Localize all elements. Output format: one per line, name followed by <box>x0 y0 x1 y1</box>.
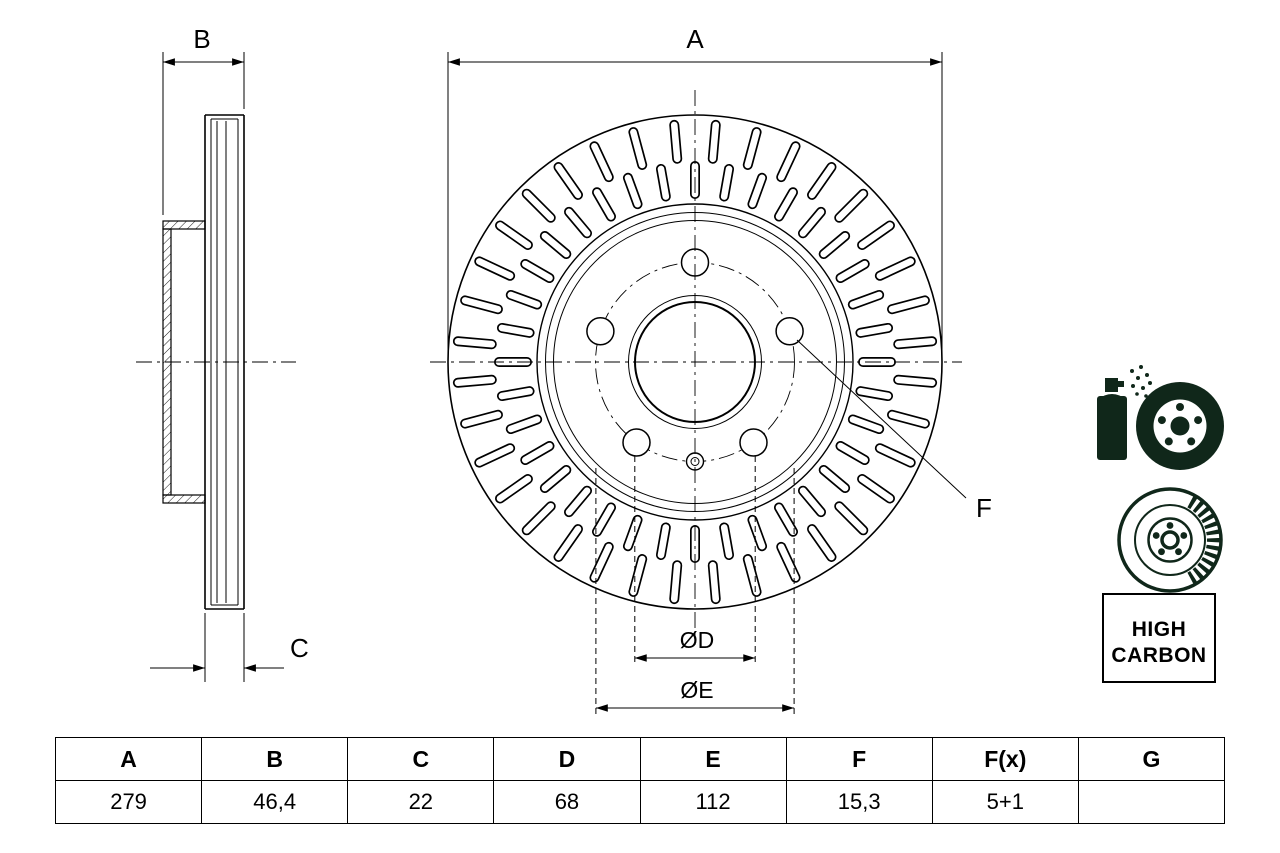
col-header-fx: F(x) <box>931 737 1079 781</box>
dim-label-a: A <box>686 24 704 54</box>
col-header-a: A <box>54 737 203 781</box>
side-view-section <box>136 114 296 610</box>
dim-label-e: ØE <box>680 677 713 703</box>
high-carbon-badge: HIGH CARBON <box>1102 593 1216 683</box>
bolt-hole <box>586 317 615 346</box>
hat-bottom-flange <box>162 494 206 504</box>
dim-label-f: F <box>976 493 992 523</box>
dim-label-b: B <box>193 24 210 54</box>
col-header-d: D <box>493 737 641 781</box>
col-header-b: B <box>201 737 349 781</box>
value-fx: 5+1 <box>931 780 1079 824</box>
coated-disc-icon <box>1136 382 1224 470</box>
vented-brake-disc-icon <box>1117 487 1223 593</box>
bolt-hole <box>739 428 768 457</box>
value-a: 279 <box>54 780 203 824</box>
hat-top-flange <box>162 220 206 230</box>
col-header-g: G <box>1077 737 1226 781</box>
value-d: 68 <box>493 780 641 824</box>
technical-drawing: A B C ØD ØE F <box>136 24 1224 714</box>
table-values-row: 279 46,4 22 68 112 15,3 5+1 <box>54 780 1226 824</box>
dim-label-d: ØD <box>680 627 715 653</box>
value-b: 46,4 <box>201 780 349 824</box>
spray-mist <box>1130 365 1152 398</box>
front-view <box>430 90 962 645</box>
bolt-hole <box>622 428 651 457</box>
col-header-f: F <box>785 737 933 781</box>
dim-label-c: C <box>290 633 309 663</box>
col-header-e: E <box>639 737 787 781</box>
leader-line-f <box>796 339 967 499</box>
vent-fins <box>1187 495 1221 585</box>
dimension-annotations: A B C ØD ØE F <box>150 24 992 714</box>
col-header-c: C <box>347 737 495 781</box>
badge-line2: CARBON <box>1111 644 1206 667</box>
value-c: 22 <box>347 780 495 824</box>
spray-can-icon <box>1097 378 1127 460</box>
dimensions-table: A B C D E F F(x) G 279 46,4 22 68 112 15… <box>54 737 1226 824</box>
badge-line1: HIGH <box>1132 618 1187 641</box>
table-header-row: A B C D E F F(x) G <box>54 737 1226 781</box>
spray-coating-icon <box>1097 365 1224 470</box>
bolt-hole <box>775 317 804 346</box>
value-f: 15,3 <box>785 780 933 824</box>
value-g <box>1077 780 1226 824</box>
value-e: 112 <box>639 780 787 824</box>
